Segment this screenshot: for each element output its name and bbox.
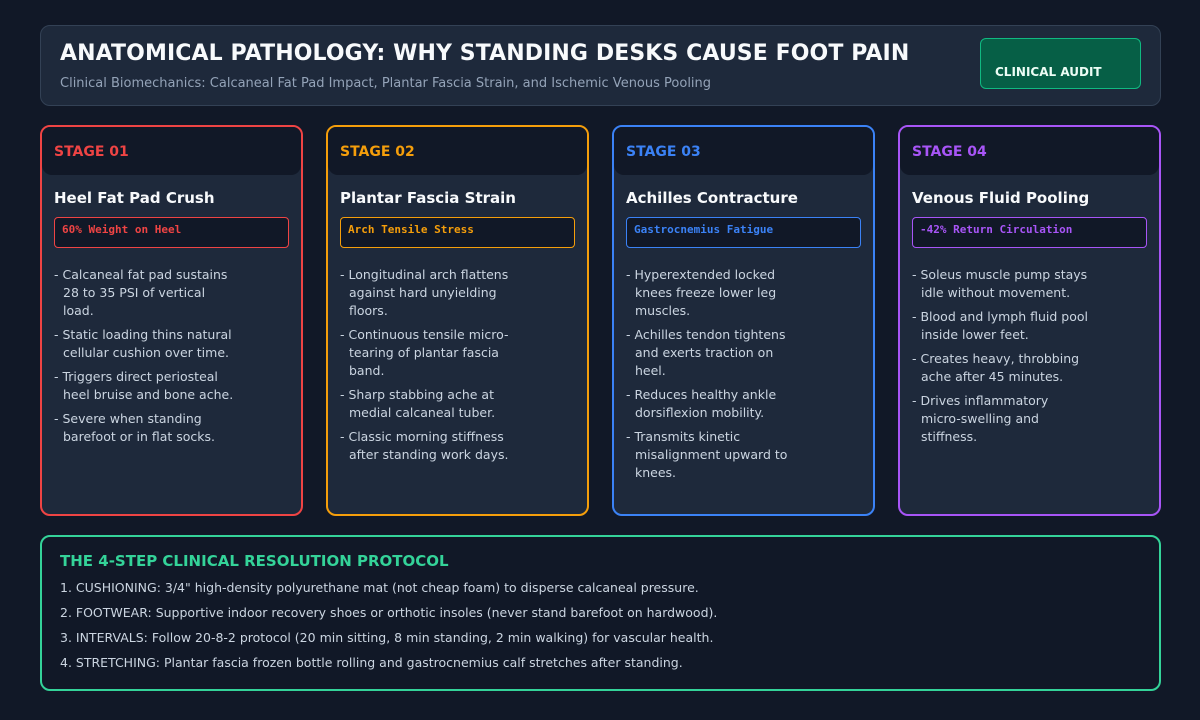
page-subtitle: Clinical Biomechanics: Calcaneal Fat Pad… xyxy=(60,76,712,91)
stage-title: Heel Fat Pad Crush xyxy=(54,189,215,207)
stage-bullets: - Longitudinal arch flattens against har… xyxy=(340,266,520,470)
header-panel: ANATOMICAL PATHOLOGY: WHY STANDING DESKS… xyxy=(40,25,1161,106)
bullet-item: - Continuous tensile micro-tearing of pl… xyxy=(340,327,509,378)
stage-bullets: - Soleus muscle pump stays idle without … xyxy=(912,266,1092,452)
protocol-steps: 1. CUSHIONING: 3/4" high-density polyure… xyxy=(60,579,717,679)
bullet-item: - Reduces healthy ankle dorsiflexion mob… xyxy=(626,387,777,420)
stage-metric-tag: -42% Return Circulation xyxy=(912,217,1147,248)
protocol-step: 1. CUSHIONING: 3/4" high-density polyure… xyxy=(60,580,699,595)
resolution-protocol-panel: THE 4-STEP CLINICAL RESOLUTION PROTOCOL … xyxy=(40,535,1161,691)
page-title: ANATOMICAL PATHOLOGY: WHY STANDING DESKS… xyxy=(60,41,910,66)
stage-metric-tag: Arch Tensile Stress xyxy=(340,217,575,248)
protocol-step: 4. STRETCHING: Plantar fascia frozen bot… xyxy=(60,655,683,670)
bullet-item: - Soleus muscle pump stays idle without … xyxy=(912,267,1088,300)
bullet-item: - Drives inflammatory micro-swelling and… xyxy=(912,393,1049,444)
stage-metric-tag: Gastrocnemius Fatigue xyxy=(626,217,861,248)
stage-label: STAGE 01 xyxy=(42,127,301,175)
bullet-item: - Classic morning stiffness after standi… xyxy=(340,429,509,462)
stage-label: STAGE 04 xyxy=(900,127,1159,175)
bullet-item: - Creates heavy, throbbing ache after 45… xyxy=(912,351,1080,384)
stage-card-3: STAGE 03 Achilles Contracture Gastrocnem… xyxy=(612,125,875,516)
protocol-title: THE 4-STEP CLINICAL RESOLUTION PROTOCOL xyxy=(60,552,449,570)
bullet-item: - Static loading thins natural cellular … xyxy=(54,327,232,360)
stage-label: STAGE 02 xyxy=(328,127,587,175)
protocol-step: 2. FOOTWEAR: Supportive indoor recovery … xyxy=(60,605,718,620)
bullet-item: - Hyperextended locked knees freeze lowe… xyxy=(626,267,777,318)
protocol-step: 3. INTERVALS: Follow 20-8-2 protocol (20… xyxy=(60,630,714,645)
stage-card-4: STAGE 04 Venous Fluid Pooling -42% Retur… xyxy=(898,125,1161,516)
stage-bullets: - Calcaneal fat pad sustains 28 to 35 PS… xyxy=(54,266,234,452)
stage-bullets: - Hyperextended locked knees freeze lowe… xyxy=(626,266,806,488)
bullet-item: - Achilles tendon tightens and exerts tr… xyxy=(626,327,786,378)
stage-title: Plantar Fascia Strain xyxy=(340,189,516,207)
stage-metric-tag: 60% Weight on Heel xyxy=(54,217,289,248)
bullet-item: - Calcaneal fat pad sustains 28 to 35 PS… xyxy=(54,267,228,318)
bullet-item: - Sharp stabbing ache at medial calcanea… xyxy=(340,387,496,420)
stage-label: STAGE 03 xyxy=(614,127,873,175)
bullet-item: - Transmits kinetic misalignment upward … xyxy=(626,429,788,480)
stage-card-2: STAGE 02 Plantar Fascia Strain Arch Tens… xyxy=(326,125,589,516)
stage-title: Venous Fluid Pooling xyxy=(912,189,1090,207)
stage-card-1: STAGE 01 Heel Fat Pad Crush 60% Weight o… xyxy=(40,125,303,516)
bullet-item: - Blood and lymph fluid pool inside lowe… xyxy=(912,309,1088,342)
clinical-audit-button[interactable]: CLINICAL AUDIT xyxy=(980,38,1141,89)
stage-title: Achilles Contracture xyxy=(626,189,798,207)
bullet-item: - Severe when standing barefoot or in fl… xyxy=(54,411,216,444)
bullet-item: - Longitudinal arch flattens against har… xyxy=(340,267,509,318)
bullet-item: - Triggers direct periosteal heel bruise… xyxy=(54,369,234,402)
